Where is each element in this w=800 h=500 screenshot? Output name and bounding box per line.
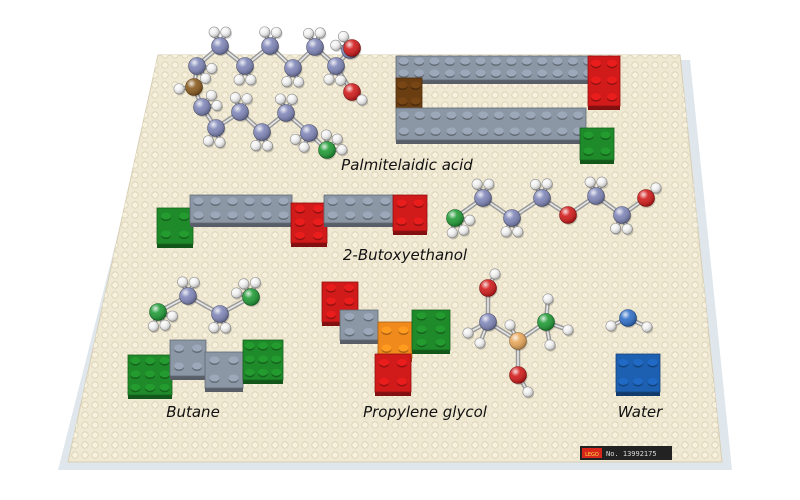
propylene-glycol-methyl-brick [411, 309, 451, 354]
label-propylene-glycol: Propylene glycol [363, 403, 488, 421]
palmitelaidic-acid-model [173, 26, 369, 160]
butoxyethanol-methyl-brick [156, 207, 194, 248]
butoxyethanol-carbon-bricks-right [323, 194, 395, 227]
lego-logo [582, 448, 602, 458]
butoxyethanol-model [446, 176, 663, 240]
propylene-glycol-model [462, 268, 575, 399]
butoxyethanol-hydroxyl-oxygen-brick [392, 194, 428, 235]
label-butane: Butane [166, 403, 220, 421]
palmitelaidic-top-row-bricks [395, 55, 597, 84]
butane-model [147, 276, 262, 335]
butane-methyl-brick-left [127, 354, 173, 399]
water-brick [615, 353, 661, 396]
palmitelaidic-bottom-row-bricks [395, 107, 587, 144]
label-palmitelaidic-acid: Palmitelaidic acid [341, 156, 473, 174]
label-water: Water [618, 403, 663, 421]
palmitelaidic-methyl-brick [579, 127, 615, 164]
palmitelaidic-oxygen-brick [587, 55, 621, 110]
butoxyethanol-carbon-bricks-left [189, 194, 293, 227]
butane-carbon-brick-1 [169, 339, 207, 380]
butane-methyl-brick-right [242, 339, 284, 384]
ball-and-stick-models [147, 26, 663, 399]
label-2-butoxyethanol: 2-Butoxyethanol [343, 246, 468, 264]
water-model [605, 309, 654, 334]
butane-carbon-brick-2 [204, 351, 244, 392]
palmitelaidic-double-bond-brick [395, 77, 423, 114]
propylene-glycol-oxygen-brick-bottom [374, 353, 412, 396]
brick-models [127, 55, 661, 399]
tag-number: No. 13992175 [606, 450, 657, 458]
lego-logo-text: LEGO [585, 452, 599, 458]
propylene-glycol-carbon-brick [339, 309, 379, 344]
butoxyethanol-ether-oxygen-brick [290, 202, 328, 247]
tag-background [580, 446, 672, 460]
baseplate-tag: LEGO No. 13992175 [580, 446, 672, 460]
